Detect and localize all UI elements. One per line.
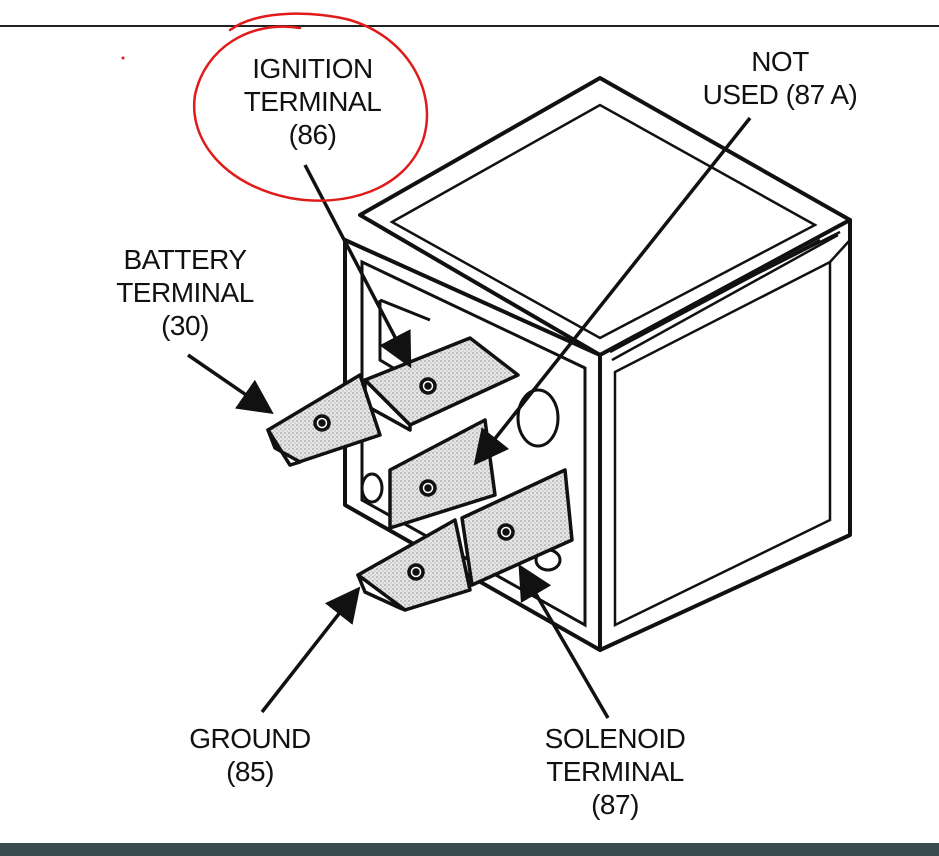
arrow-ground	[260, 586, 361, 714]
label-not-used: NOT USED (87 A)	[702, 46, 858, 110]
terminal-85	[356, 518, 472, 612]
terminal-30	[266, 373, 382, 467]
terminals	[266, 336, 574, 612]
label-solenoid-terminal: SOLENOID TERMINAL (87)	[544, 723, 686, 820]
arrow-solenoid	[518, 563, 610, 719]
bottom-bar	[0, 843, 939, 856]
arrow-battery	[187, 353, 274, 414]
red-dot-mark	[121, 56, 125, 60]
label-ground: GROUND (85)	[189, 723, 311, 787]
terminal-87	[460, 468, 574, 587]
terminal-87a	[388, 418, 497, 530]
label-ignition-terminal: IGNITION TERMINAL (86)	[243, 53, 382, 150]
arrow-not-used	[473, 116, 752, 466]
top-divider	[0, 25, 939, 27]
relay-side-detail	[613, 230, 851, 628]
leader-lines	[187, 116, 752, 719]
highlight-circle	[192, 12, 429, 202]
label-battery-terminal: BATTERY TERMINAL (30)	[116, 244, 254, 341]
arrow-ignition	[303, 164, 412, 369]
